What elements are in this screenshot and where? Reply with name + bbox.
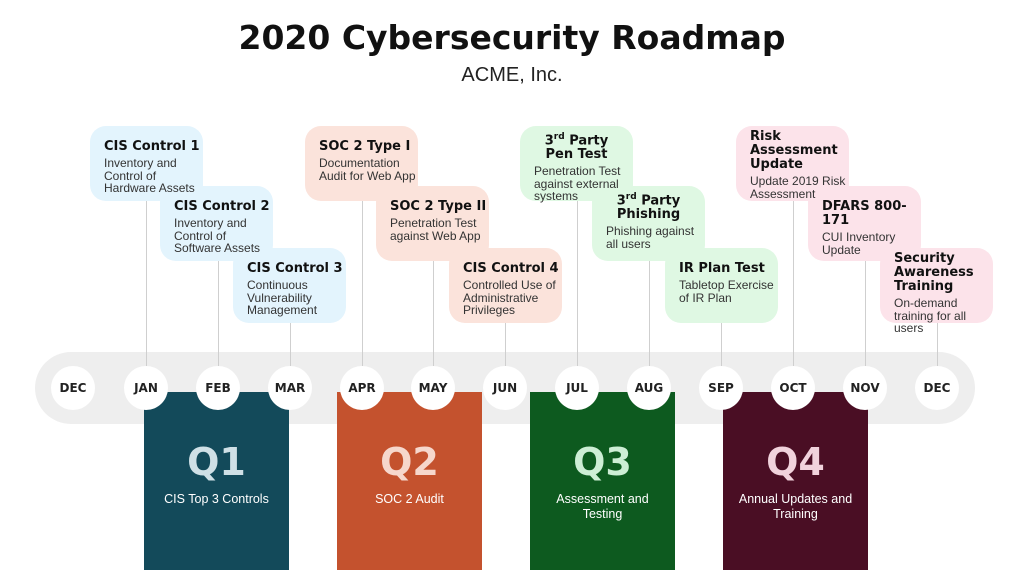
month-marker: AUG — [627, 366, 671, 410]
connector-line — [505, 318, 506, 366]
quarter-label: Q3 — [573, 440, 632, 484]
item-description: Phishing against all users — [606, 224, 695, 251]
quarter-description: Assessment and Testing — [556, 492, 649, 521]
item-title: IR Plan Test — [679, 261, 765, 276]
quarter-description: Annual Updates and Training — [738, 492, 853, 521]
page-subtitle: ACME, Inc. — [461, 64, 563, 86]
connector-line — [218, 256, 219, 366]
item-title: SOC 2 Type II — [390, 199, 487, 214]
connector-line — [290, 318, 291, 366]
item-description: Continuous Vulnerability Management — [247, 278, 318, 317]
roadmap-item-card[interactable]: CIS Control 2 Inventory and Control of So… — [160, 186, 273, 261]
roadmap-item-card[interactable]: CIS Control 3 Continuous Vulnerability Ma… — [233, 248, 346, 323]
item-title: CIS Control 1 — [104, 139, 200, 154]
quarter-label: Q2 — [380, 440, 439, 484]
month-marker: SEP — [699, 366, 743, 410]
connector-line — [577, 196, 578, 366]
item-title: 3rd Party Phishing — [616, 192, 681, 223]
month-marker: JUL — [555, 366, 599, 410]
item-title: 3rd Party Pen Test — [544, 132, 609, 163]
item-title: CIS Control 3 — [247, 261, 343, 276]
page-title: 2020 Cybersecurity Roadmap — [238, 18, 786, 57]
item-title: CIS Control 4 — [463, 261, 559, 276]
roadmap-item-card[interactable]: CIS Control 4 Controlled Use of Administr… — [449, 248, 562, 323]
connector-line — [937, 318, 938, 366]
quarter-description: CIS Top 3 Controls — [164, 492, 269, 506]
item-description: Inventory and Control of Hardware Assets — [104, 156, 195, 195]
month-marker: DEC — [51, 366, 95, 410]
connector-line — [721, 318, 722, 366]
roadmap-item-card[interactable]: CIS Control 1 Inventory and Control of Ha… — [90, 126, 203, 201]
connector-line — [793, 196, 794, 366]
quarter-label: Q4 — [766, 440, 825, 484]
item-title: Risk Assessment Update — [750, 129, 838, 172]
item-description: Penetration Test against external system… — [534, 164, 621, 204]
connector-line — [433, 256, 434, 366]
item-description: Inventory and Control of Software Assets — [174, 216, 261, 255]
connector-line — [146, 196, 147, 366]
month-marker: APR — [340, 366, 384, 410]
quarter-description: SOC 2 Audit — [375, 492, 444, 506]
item-description: Documentation Audit for Web App — [319, 156, 416, 183]
item-title: SOC 2 Type I — [319, 139, 411, 154]
month-marker: FEB — [196, 366, 240, 410]
month-marker: JAN — [124, 366, 168, 410]
month-marker: DEC — [915, 366, 959, 410]
month-marker: NOV — [843, 366, 887, 410]
month-marker: MAY — [411, 366, 455, 410]
item-description: Penetration Test against Web App — [390, 216, 481, 243]
item-description: CUI Inventory Update — [822, 230, 896, 257]
month-marker: MAR — [268, 366, 312, 410]
item-title: DFARS 800-171 — [822, 199, 907, 228]
connector-line — [362, 196, 363, 366]
connector-line — [649, 256, 650, 366]
connector-line — [865, 256, 866, 366]
month-marker: JUN — [483, 366, 527, 410]
item-description: Controlled Use of Administrative Privile… — [463, 278, 556, 317]
item-title: CIS Control 2 — [174, 199, 270, 214]
month-marker: OCT — [771, 366, 815, 410]
item-title: Security Awareness Training — [894, 251, 974, 294]
item-description: On-demand training for all users — [894, 296, 967, 335]
item-description: Tabletop Exercise of IR Plan — [679, 278, 774, 305]
quarter-label: Q1 — [187, 440, 246, 484]
item-description: Update 2019 Risk Assessment — [750, 174, 846, 201]
